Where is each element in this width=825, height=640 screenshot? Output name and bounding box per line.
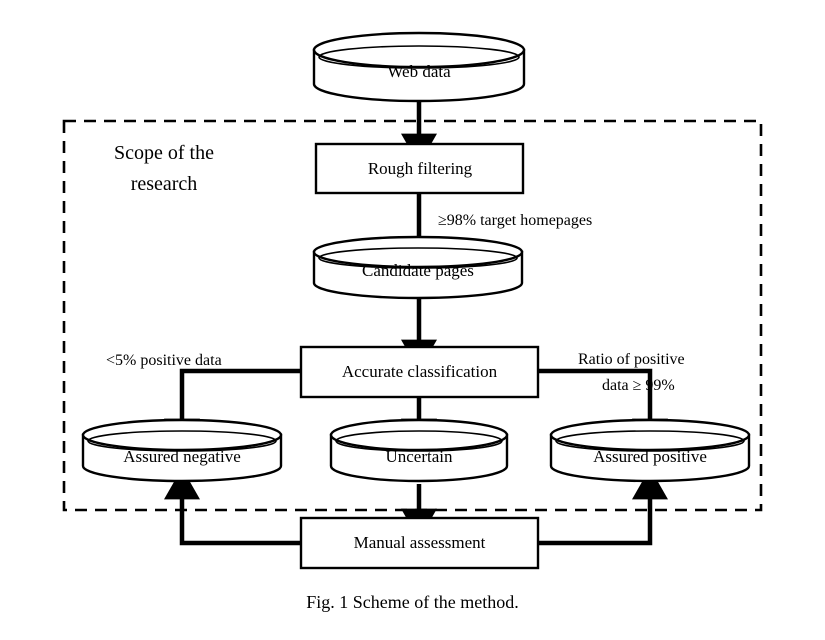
node-web-data[interactable] xyxy=(312,31,526,103)
uncertain-cylinder-inner-rim xyxy=(335,430,503,452)
scope-of-research-label: Scope of the research xyxy=(64,138,264,200)
candidate-pages-cylinder-top xyxy=(312,235,524,269)
node-rough-filtering[interactable] xyxy=(314,142,525,195)
web-data-cylinder-inner-rim xyxy=(318,45,520,69)
assured-positive-cylinder-inner-rim xyxy=(555,430,745,452)
node-manual-assessment[interactable] xyxy=(299,516,540,570)
connector-classification-to-positive xyxy=(538,368,668,451)
node-accurate-classification[interactable] xyxy=(299,345,540,399)
node-assured-negative[interactable] xyxy=(81,418,283,483)
assured-positive-cylinder-top xyxy=(549,418,751,452)
node-assured-positive[interactable] xyxy=(549,418,751,483)
assured-negative-cylinder-inner-rim xyxy=(87,430,277,452)
scope-label-line-2: research xyxy=(130,173,198,195)
web-data-cylinder-top xyxy=(312,31,526,69)
scope-boundary-dashed-box xyxy=(62,119,763,512)
node-uncertain[interactable] xyxy=(329,418,509,483)
connector-classification-to-negative xyxy=(164,368,301,451)
figure-caption: Fig. 1 Scheme of the method. xyxy=(306,592,519,612)
candidate-pages-cylinder-inner-rim xyxy=(318,247,518,269)
positive-data-left-edge-label: <5% positive data xyxy=(106,352,222,369)
node-candidate-pages[interactable] xyxy=(312,235,524,300)
uncertain-cylinder-top xyxy=(329,418,509,452)
connector-manual-to-negative xyxy=(164,467,301,546)
connector-manual-to-positive xyxy=(538,467,668,546)
ratio-positive-edge-label-line2: data ≥ 99% xyxy=(602,377,675,394)
assured-negative-cylinder-top xyxy=(81,418,283,452)
scope-label-line-1: Scope of the xyxy=(114,142,214,164)
ratio-positive-edge-label-line1: Ratio of positive xyxy=(578,351,685,368)
target-homepages-edge-label: ≥98% target homepages xyxy=(438,212,593,229)
